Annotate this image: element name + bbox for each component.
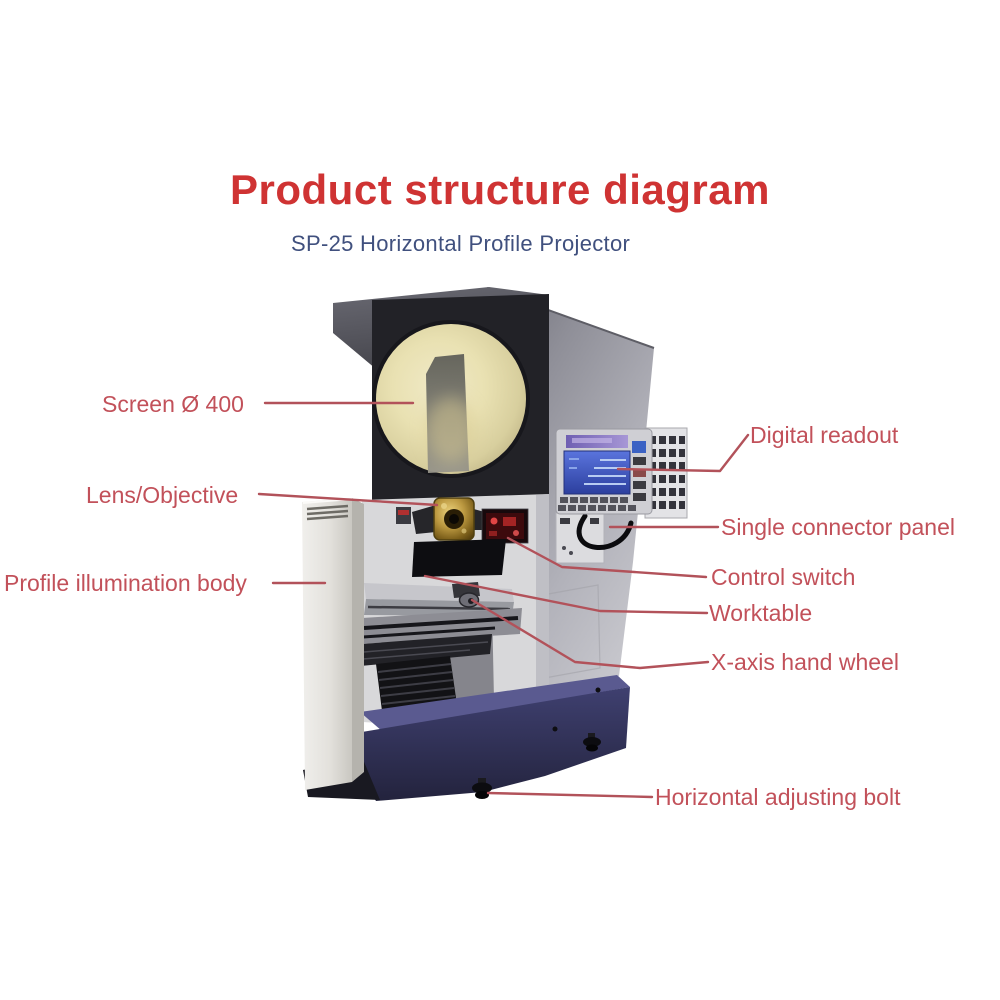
bellows	[376, 656, 457, 711]
x-axis-hand-wheel	[458, 592, 480, 608]
leader-line-control	[506, 536, 708, 579]
projection-screen	[372, 320, 530, 478]
horizontal-adjusting-bolt-front	[472, 778, 492, 799]
label-control-switch: Control switch	[711, 564, 856, 590]
worktable-assembly	[360, 582, 522, 704]
horizontal-adjusting-bolt-right	[583, 733, 601, 752]
leader-lines	[257, 401, 750, 799]
page-subtitle: SP-25 Horizontal Profile Projector	[291, 231, 631, 256]
dro-lcd-screen	[563, 450, 631, 495]
leader-line-digital	[616, 433, 750, 473]
label-lens-objective: Lens/Objective	[86, 482, 239, 508]
leader-line-worktable	[423, 574, 709, 615]
control-switch-panel	[481, 508, 529, 544]
dro-power-button	[632, 441, 646, 453]
leader-line-horizontal	[486, 791, 654, 799]
dro-cable	[576, 513, 634, 550]
profile-illumination-body	[302, 498, 364, 790]
leader-line-lens	[257, 492, 439, 507]
lamp-housing-opening	[412, 539, 506, 577]
label-x-axis-hand-wheel: X-axis hand wheel	[711, 649, 899, 675]
leader-line-xaxis	[470, 598, 710, 670]
label-digital-readout: Digital readout	[750, 422, 899, 448]
label-profile-illumination-body: Profile illumination body	[4, 570, 247, 596]
label-worktable: Worktable	[709, 600, 813, 626]
digital-readout-device	[555, 427, 688, 564]
page-title: Product structure diagram	[230, 166, 770, 213]
label-single-connector-panel: Single connector panel	[721, 514, 955, 540]
label-screen: Screen Ø 400	[102, 391, 244, 417]
label-horizontal-adjusting-bolt: Horizontal adjusting bolt	[655, 784, 901, 810]
